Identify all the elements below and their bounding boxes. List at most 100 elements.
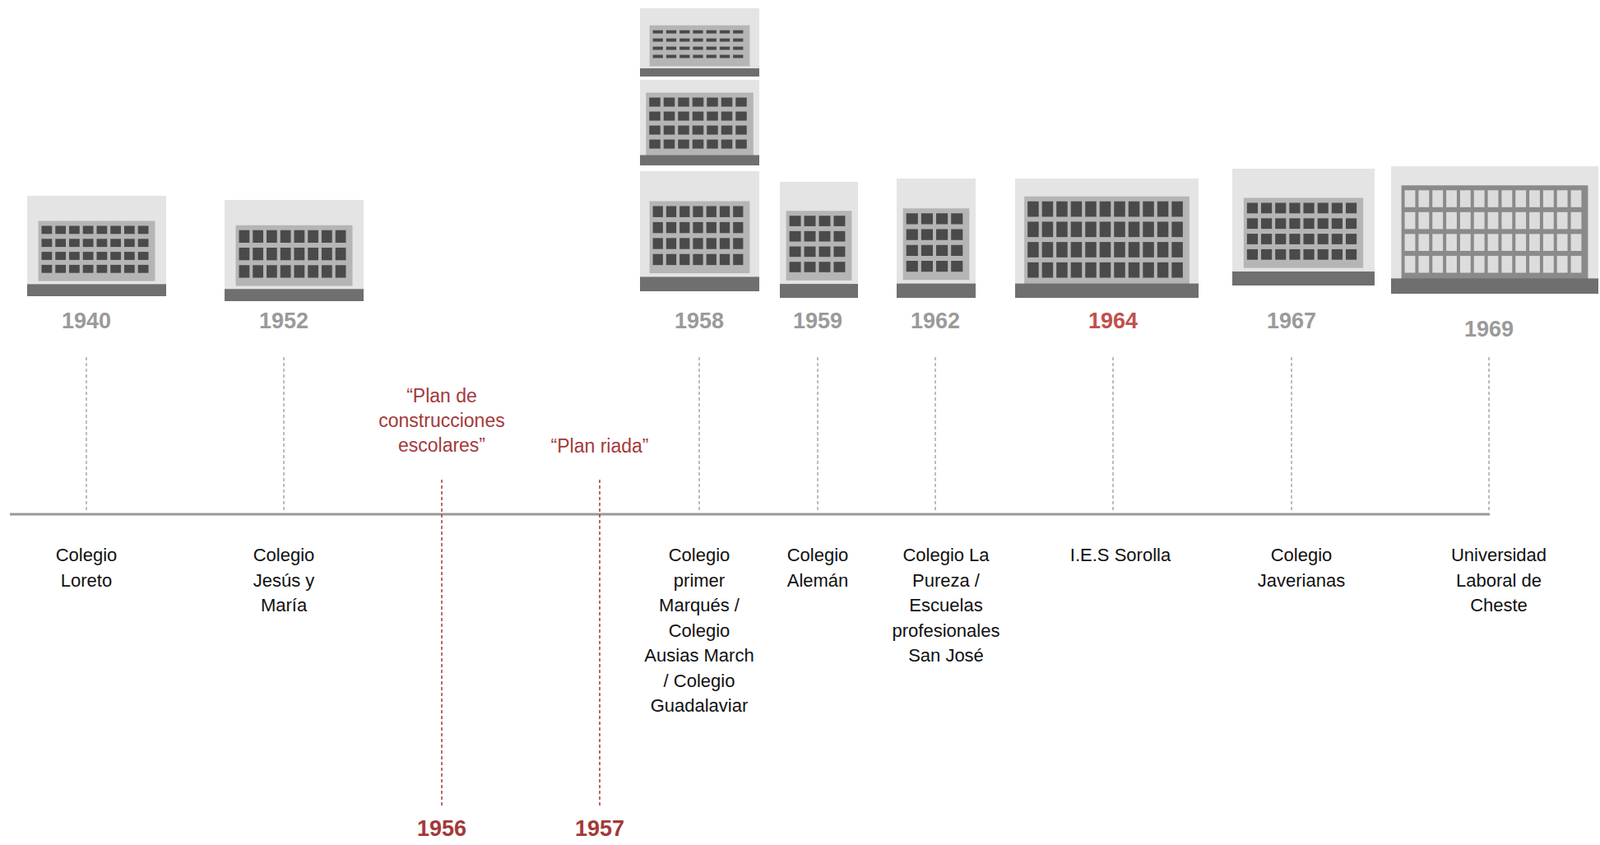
photo-window: [41, 238, 53, 247]
photo-window: [1171, 241, 1183, 258]
photo-window: [69, 226, 80, 235]
photo-window: [41, 226, 53, 235]
building-photo: [1391, 166, 1599, 294]
photo-window: [653, 237, 664, 249]
photo-window: [294, 264, 306, 278]
photo-window: [294, 247, 306, 260]
photo-window: [335, 247, 347, 260]
photo-window: [83, 226, 94, 235]
school-label: Colegio Jesús y María: [244, 542, 324, 619]
photo-window: [804, 215, 817, 227]
photo-window: [97, 264, 108, 274]
building-photo: [1232, 168, 1375, 286]
photo-window: [677, 111, 690, 121]
photo-window: [124, 251, 135, 260]
photo-building: [236, 225, 353, 287]
photo-window: [1501, 190, 1512, 208]
photo-window: [692, 139, 705, 149]
photo-window: [1460, 190, 1471, 208]
photo-window: [1515, 255, 1526, 274]
photo-window: [721, 97, 733, 107]
photo-window: [719, 237, 730, 249]
photo-window: [1275, 203, 1286, 214]
photo-window: [1543, 255, 1554, 274]
photo-window: [280, 247, 292, 260]
photo-window: [789, 231, 802, 242]
photo-window: [666, 55, 677, 59]
photo-window: [692, 237, 703, 249]
photo-window: [706, 254, 717, 265]
plan-tick: [440, 479, 443, 808]
photo-building: [1024, 196, 1190, 287]
photo-window: [1157, 201, 1169, 218]
photo-window: [1303, 203, 1315, 214]
photo-ground: [1015, 283, 1199, 298]
photo-window: [1460, 212, 1471, 230]
photo-window: [1418, 190, 1429, 208]
photo-window: [719, 30, 730, 34]
photo-window: [55, 226, 66, 235]
school-label: Colegio La Pureza / Escuelas profesional…: [878, 542, 1014, 669]
photo-window: [1171, 221, 1183, 237]
photo-window: [110, 238, 121, 247]
photo-window: [1515, 190, 1526, 208]
photo-window: [1247, 233, 1258, 245]
photo-window: [819, 246, 831, 258]
photo-window: [679, 55, 690, 59]
photo-window: [1529, 255, 1540, 274]
photo-window: [719, 38, 730, 42]
building-photo: [640, 171, 760, 292]
photo-window: [239, 264, 251, 278]
photo-window: [1027, 262, 1039, 279]
photo-window: [666, 46, 677, 51]
photo-window: [1446, 190, 1457, 208]
photo-window: [1071, 201, 1083, 218]
photo-window: [321, 264, 333, 278]
school-label: Universidad Laboral de Cheste: [1443, 542, 1554, 619]
photo-window: [649, 97, 661, 107]
photo-window: [41, 264, 53, 274]
photo-window: [124, 226, 135, 235]
photo-window: [1501, 255, 1512, 274]
photo-window: [138, 226, 149, 235]
photo-window: [950, 260, 963, 272]
photo-window: [1529, 212, 1540, 230]
photo-window: [97, 251, 108, 260]
photo-window: [1289, 249, 1300, 260]
photo-window: [1529, 190, 1540, 208]
photo-window: [321, 230, 333, 243]
photo-sky: [27, 195, 167, 297]
school-label: I.E.S Sorolla: [1070, 542, 1171, 569]
school-label: Colegio primer Marqués / Colegio Ausias …: [640, 542, 758, 719]
photo-window: [1157, 262, 1169, 279]
photo-window: [1571, 190, 1582, 208]
photo-window: [666, 30, 677, 34]
photo-window: [789, 261, 802, 273]
photo-window: [1261, 217, 1272, 229]
photo-window: [1432, 212, 1443, 230]
photo-window: [906, 260, 919, 272]
photo-sky: [640, 8, 760, 77]
photo-window: [653, 46, 664, 51]
photo-window: [1261, 249, 1272, 260]
photo-window: [706, 237, 717, 249]
year-tick: [1488, 357, 1490, 512]
photo-window: [653, 206, 664, 218]
photo-window: [819, 231, 831, 242]
photo-window: [1474, 190, 1485, 208]
photo-window: [1515, 212, 1526, 230]
photo-window: [1247, 249, 1258, 260]
photo-window: [936, 260, 948, 272]
photo-window: [1446, 255, 1457, 274]
photo-window: [804, 231, 817, 242]
photo-ground: [640, 68, 760, 77]
photo-window: [1405, 212, 1416, 230]
photo-window: [1142, 262, 1155, 279]
photo-window: [1529, 233, 1540, 251]
photo-window: [1345, 249, 1357, 260]
photo-window: [1303, 249, 1315, 260]
photo-window: [1488, 233, 1499, 251]
photo-window: [1027, 201, 1039, 218]
